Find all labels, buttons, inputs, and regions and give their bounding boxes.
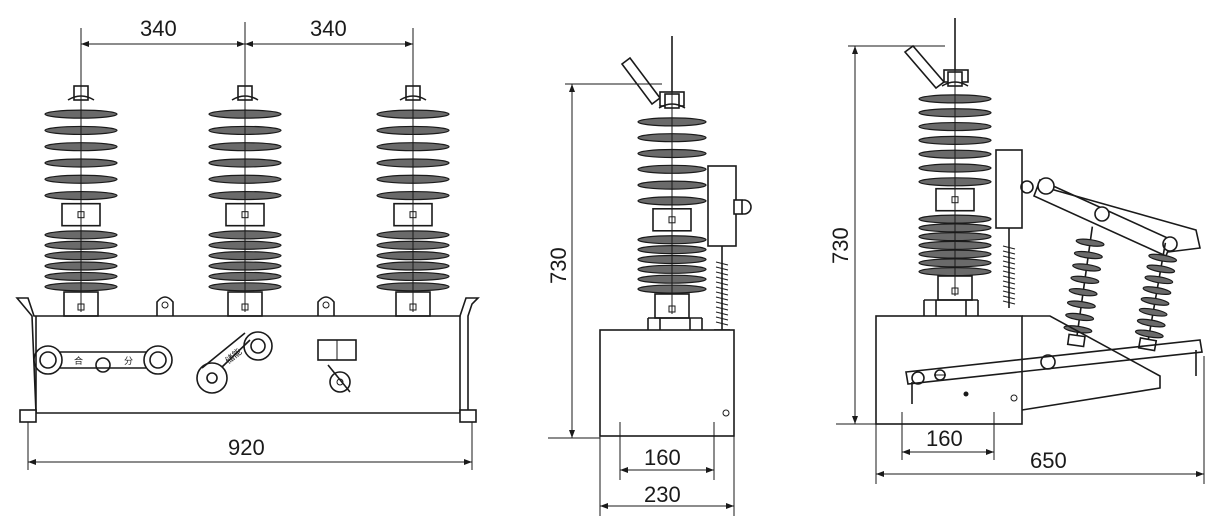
front-view: 340 340 合 分 [15, 16, 480, 470]
dim-spacing-left: 340 [140, 16, 177, 41]
dim-230-side: 230 [644, 482, 681, 507]
dim-height-730-isolator: 730 [828, 227, 853, 264]
dim-spacing-right: 340 [310, 16, 347, 41]
isolator-post-insulators [1063, 226, 1178, 352]
side-insulator [637, 78, 707, 319]
isolator-width-dimensions: 160 650 [875, 356, 1205, 484]
front-base-housing [15, 296, 480, 423]
isolator-linkage [1032, 177, 1201, 258]
isolator-view-insulator [918, 56, 992, 301]
dim-650-isolator: 650 [1030, 448, 1067, 473]
isolator-base [875, 299, 1203, 425]
side-base-housing [599, 317, 735, 437]
side-width-dimensions: 160 230 [599, 422, 735, 516]
front-insulators [44, 70, 450, 317]
isolator-height-dimension: 730 [828, 45, 945, 425]
close-open-lever: 合 分 [33, 345, 173, 375]
dim-160-isolator: 160 [926, 426, 963, 451]
dim-160-side: 160 [644, 445, 681, 470]
front-width-dimension: 920 [27, 422, 473, 470]
dim-width-920: 920 [228, 435, 265, 460]
dim-height-730-side: 730 [546, 247, 571, 284]
panel-label-close: 合 [74, 355, 83, 366]
front-spacing-dimension: 340 340 [80, 16, 414, 100]
side-height-dimension: 730 [546, 83, 662, 439]
panel-label-open: 分 [124, 356, 133, 366]
side-view-with-isolator: 730 [828, 18, 1205, 484]
side-spring-rod [707, 165, 752, 331]
position-indicator [317, 339, 357, 393]
spring-charge-handle: 储能 [196, 331, 273, 394]
side-view: 730 160 [546, 36, 752, 516]
